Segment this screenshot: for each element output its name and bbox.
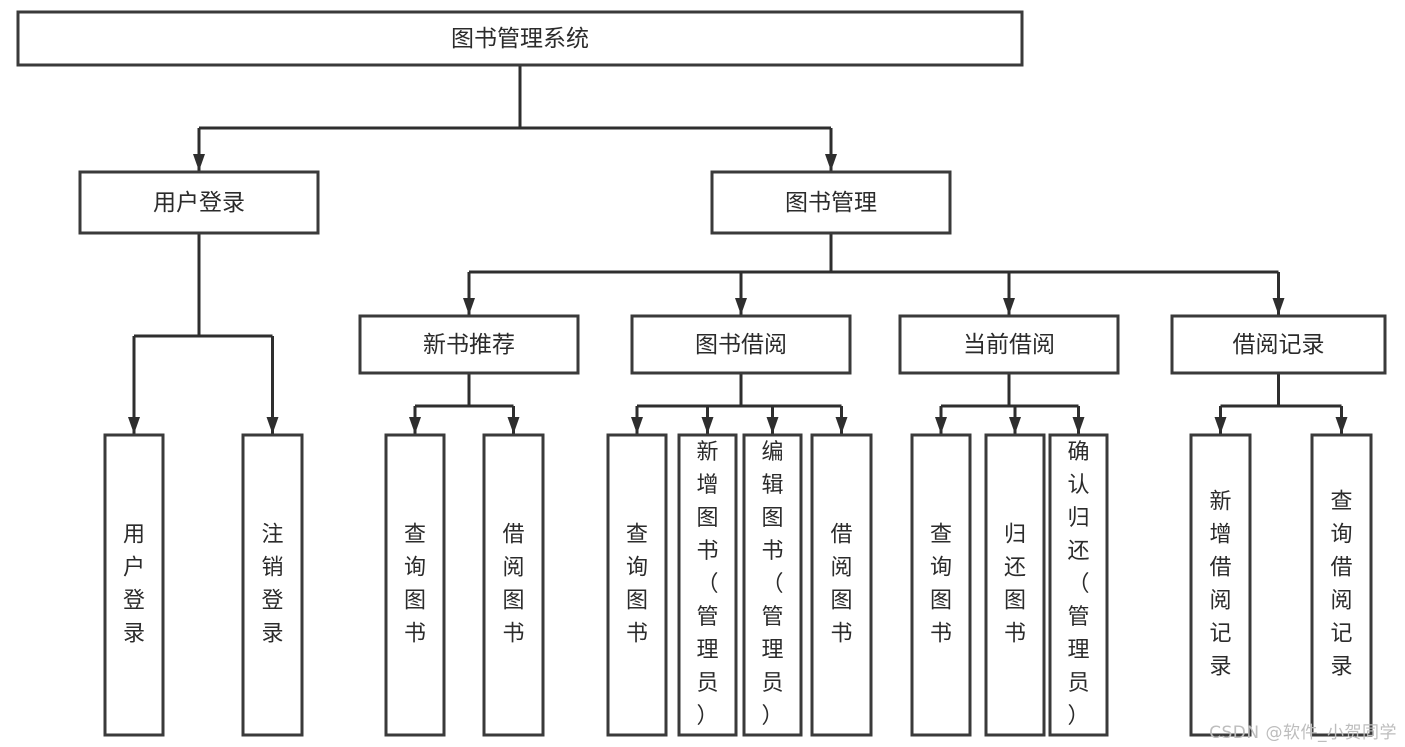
node-leaf-query-book-2-label: 查询图书 xyxy=(626,523,648,647)
arrow-head-icon xyxy=(1214,417,1227,434)
arrow-head-icon xyxy=(266,417,279,434)
arrow-head-icon xyxy=(1335,417,1348,434)
node-user-login-label: 用户登录 xyxy=(153,190,245,216)
node-new-book-rec-label: 新书推荐 xyxy=(423,332,515,358)
arrow-head-icon xyxy=(701,417,714,434)
node-boxes: 图书管理系统用户登录图书管理新书推荐图书借阅当前借阅借阅记录用户登录注销登录查询… xyxy=(16,10,1387,737)
arrow-head-icon xyxy=(463,298,475,315)
arrow-head-icon xyxy=(835,417,848,434)
node-leaf-borrow-book-1-label: 借阅图书 xyxy=(502,523,524,647)
node-borrow-record[interactable]: 借阅记录 xyxy=(1170,314,1387,375)
node-new-book-rec[interactable]: 新书推荐 xyxy=(358,314,580,375)
node-leaf-return-book-label: 归还图书 xyxy=(1004,523,1026,647)
node-borrow-record-box[interactable] xyxy=(1170,314,1387,375)
arrow-head-icon xyxy=(507,417,520,434)
node-leaf-add-book-box[interactable] xyxy=(677,433,738,737)
node-current-borrow-label: 当前借阅 xyxy=(963,332,1055,358)
node-leaf-query-record-box[interactable] xyxy=(1310,433,1373,737)
arrow-head-icon xyxy=(128,417,140,434)
node-leaf-add-record[interactable]: 新增借阅记录 xyxy=(1189,433,1252,737)
node-leaf-logout[interactable]: 注销登录 xyxy=(241,433,304,737)
node-current-borrow[interactable]: 当前借阅 xyxy=(898,314,1120,375)
node-leaf-borrow-book-1-box[interactable] xyxy=(482,433,545,737)
arrow-head-icon xyxy=(935,417,947,434)
node-leaf-query-book-1-box[interactable] xyxy=(384,433,446,737)
node-root-box[interactable] xyxy=(16,10,1024,67)
arrow-head-icon xyxy=(1003,298,1015,315)
arrow-head-icon xyxy=(1272,298,1285,315)
node-user-login-box[interactable] xyxy=(78,170,320,235)
node-leaf-user-login-label: 用户登录 xyxy=(123,523,145,647)
node-book-borrow[interactable]: 图书借阅 xyxy=(630,314,852,375)
watermark-label: CSDN @软件_小贺同学 xyxy=(1209,723,1397,743)
node-book-borrow-label: 图书借阅 xyxy=(695,332,787,358)
node-leaf-edit-book-label: 编辑图书（管理员） xyxy=(761,440,783,729)
node-leaf-borrow-book-1[interactable]: 借阅图书 xyxy=(482,433,545,737)
node-user-login[interactable]: 用户登录 xyxy=(78,170,320,235)
node-book-manage-box[interactable] xyxy=(710,170,952,235)
node-leaf-return-book-box[interactable] xyxy=(984,433,1046,737)
node-leaf-edit-book-box[interactable] xyxy=(742,433,803,737)
node-leaf-user-login[interactable]: 用户登录 xyxy=(103,433,165,737)
node-leaf-logout-box[interactable] xyxy=(241,433,304,737)
node-leaf-query-record[interactable]: 查询借阅记录 xyxy=(1310,433,1373,737)
arrow-head-icon xyxy=(409,417,421,434)
node-root[interactable]: 图书管理系统 xyxy=(16,10,1024,67)
node-leaf-confirm-return-box[interactable] xyxy=(1048,433,1109,737)
node-leaf-query-record-label: 查询借阅记录 xyxy=(1330,490,1352,680)
node-leaf-user-login-box[interactable] xyxy=(103,433,165,737)
node-leaf-borrow-book-2[interactable]: 借阅图书 xyxy=(810,433,873,737)
node-leaf-confirm-return-label: 确认归还（管理员） xyxy=(1067,440,1089,729)
node-book-manage[interactable]: 图书管理 xyxy=(710,170,952,235)
node-leaf-borrow-book-2-label: 借阅图书 xyxy=(830,523,852,647)
node-new-book-rec-box[interactable] xyxy=(358,314,580,375)
arrow-head-icon xyxy=(766,417,779,434)
arrow-head-icon xyxy=(1009,417,1021,434)
node-book-borrow-box[interactable] xyxy=(630,314,852,375)
node-leaf-query-book-3-box[interactable] xyxy=(910,433,972,737)
node-leaf-query-book-1[interactable]: 查询图书 xyxy=(384,433,446,737)
node-leaf-query-book-3-label: 查询图书 xyxy=(930,523,952,647)
node-leaf-add-record-label: 新增借阅记录 xyxy=(1209,490,1231,680)
node-leaf-edit-book[interactable]: 编辑图书（管理员） xyxy=(742,433,803,737)
node-borrow-record-label: 借阅记录 xyxy=(1233,332,1325,358)
node-leaf-query-book-2-box[interactable] xyxy=(606,433,668,737)
node-leaf-confirm-return[interactable]: 确认归还（管理员） xyxy=(1048,433,1109,737)
arrow-head-icon xyxy=(825,154,837,171)
arrow-head-icon xyxy=(735,298,747,315)
connector-links xyxy=(128,65,1348,434)
node-leaf-borrow-book-2-box[interactable] xyxy=(810,433,873,737)
node-leaf-query-book-2[interactable]: 查询图书 xyxy=(606,433,668,737)
node-leaf-add-record-box[interactable] xyxy=(1189,433,1252,737)
node-leaf-return-book[interactable]: 归还图书 xyxy=(984,433,1046,737)
node-book-manage-label: 图书管理 xyxy=(785,190,877,216)
node-leaf-query-book-1-label: 查询图书 xyxy=(404,523,426,647)
node-root-label: 图书管理系统 xyxy=(451,26,589,52)
arrow-head-icon xyxy=(631,417,643,434)
arrow-head-icon xyxy=(1072,417,1085,434)
node-current-borrow-box[interactable] xyxy=(898,314,1120,375)
node-leaf-add-book-label: 新增图书（管理员） xyxy=(696,440,718,729)
arrow-head-icon xyxy=(193,154,205,171)
node-leaf-add-book[interactable]: 新增图书（管理员） xyxy=(677,433,738,737)
node-leaf-logout-label: 注销登录 xyxy=(261,523,283,647)
node-leaf-query-book-3[interactable]: 查询图书 xyxy=(910,433,972,737)
